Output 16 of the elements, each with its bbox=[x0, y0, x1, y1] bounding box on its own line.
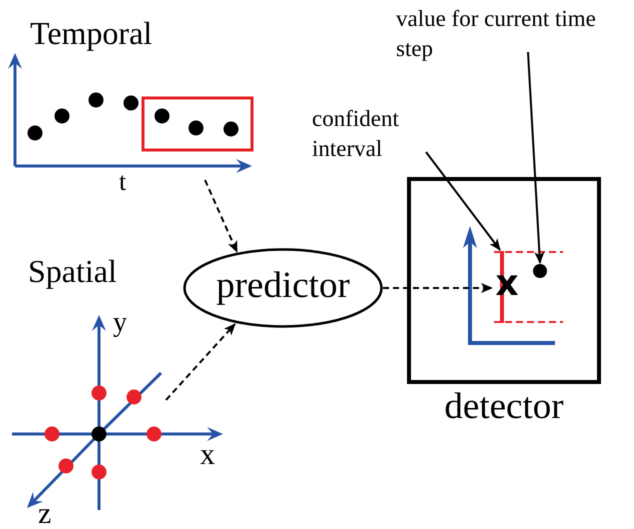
arrow bbox=[165, 323, 236, 401]
arrow bbox=[204, 180, 238, 253]
axis-label: z bbox=[38, 497, 52, 529]
spatial-title: Spatial bbox=[28, 254, 117, 290]
node-label: predictor bbox=[215, 266, 351, 307]
axis-label: t bbox=[119, 168, 126, 197]
axis-label: y bbox=[113, 308, 127, 339]
axis-label: x bbox=[200, 438, 215, 471]
annotation-text: value for current time step bbox=[396, 4, 608, 74]
leader-line bbox=[527, 52, 544, 264]
leader-line bbox=[425, 151, 501, 251]
annotation-text: confident interval bbox=[312, 104, 434, 160]
temporal-title: Temporal bbox=[30, 16, 152, 52]
node-label: detector bbox=[443, 387, 565, 428]
arrow bbox=[383, 283, 493, 293]
predictor-ellipse bbox=[183, 248, 383, 328]
